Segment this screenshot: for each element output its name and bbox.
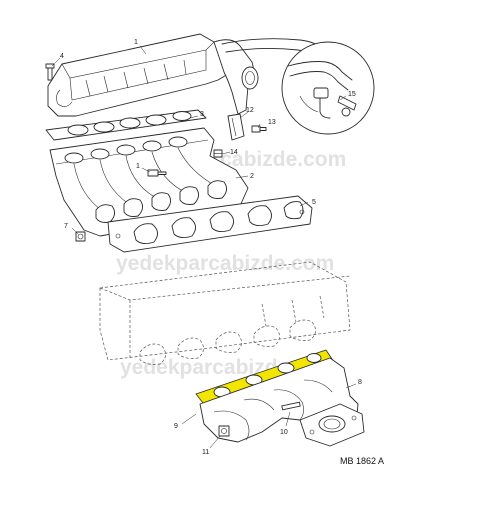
bolt-1 bbox=[147, 169, 167, 177]
upper-gasket bbox=[45, 109, 207, 141]
lower-intake-manifold bbox=[49, 127, 249, 237]
callout-12: 12 bbox=[246, 107, 254, 114]
callout-8: 8 bbox=[358, 379, 362, 386]
leader-lines bbox=[51, 45, 357, 449]
engine-block-outline bbox=[99, 261, 351, 365]
callout-7: 7 bbox=[64, 223, 68, 230]
stud-10 bbox=[281, 401, 301, 411]
callout-10: 10 bbox=[280, 429, 288, 436]
bracket-12 bbox=[227, 113, 245, 141]
callout-15: 15 bbox=[348, 91, 356, 98]
exhaust-manifold-8 bbox=[199, 357, 365, 447]
nut-11 bbox=[218, 425, 230, 437]
bolt-13 bbox=[251, 125, 267, 133]
callout-11: 11 bbox=[202, 449, 209, 456]
bolt-4 bbox=[45, 63, 55, 81]
callout-1: 1 bbox=[134, 39, 138, 46]
nut-14 bbox=[213, 149, 223, 158]
watermark-middle: yedekparcabizde.com bbox=[116, 252, 334, 275]
callout-2: 2 bbox=[250, 173, 254, 180]
intake-plenum bbox=[47, 33, 327, 117]
callout-14: 14 bbox=[230, 149, 238, 156]
drawing-number: MB 1862 A bbox=[340, 456, 384, 466]
intake-gasket-5 bbox=[107, 195, 313, 253]
callout-13: 13 bbox=[268, 119, 276, 126]
callout-9: 9 bbox=[174, 423, 178, 430]
nut-7 bbox=[75, 231, 86, 242]
callout-3: 3 bbox=[200, 111, 204, 118]
callout-1-lower: 1 bbox=[136, 163, 140, 170]
detail-circle bbox=[281, 41, 375, 135]
callout-5: 5 bbox=[312, 199, 316, 206]
callout-4: 4 bbox=[60, 53, 64, 60]
